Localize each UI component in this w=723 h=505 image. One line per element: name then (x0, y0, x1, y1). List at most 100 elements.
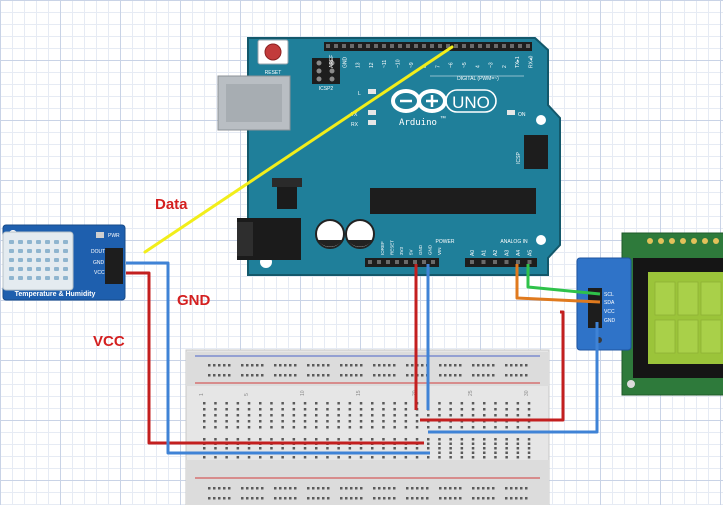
terminal-hole (315, 447, 318, 450)
terminal-hole (281, 408, 284, 411)
terminal-hole (337, 408, 340, 411)
power-pin-label: GND (418, 244, 423, 255)
terminal-hole (270, 408, 273, 411)
grille-slot (27, 240, 32, 244)
wire-lcd-vcc[interactable] (420, 310, 565, 422)
digital-pin-label: ~5 (462, 62, 468, 68)
digital-pin-label: 4 (475, 65, 481, 68)
terminal-hole (527, 451, 531, 454)
terminal-hole (494, 451, 497, 454)
terminal-hole (393, 420, 396, 423)
rail-hole (307, 487, 310, 490)
grille-slot (63, 267, 68, 271)
terminal-hole (527, 408, 531, 411)
power-rail-bottom (208, 487, 528, 500)
reset-button[interactable] (257, 39, 289, 65)
terminal-hole (505, 447, 508, 450)
terminal-hole (516, 451, 520, 454)
analog-pin-label: A5 (528, 250, 534, 256)
wire-sda[interactable] (515, 264, 601, 304)
terminal-hole (438, 451, 441, 454)
rail-hole (383, 374, 386, 377)
grille-slot (54, 249, 59, 253)
rail-hole (261, 374, 264, 377)
terminal-hole (326, 414, 329, 417)
column-number: 25 (468, 390, 474, 396)
terminal-hole (460, 442, 464, 445)
arduino-logo-icon (391, 89, 497, 113)
terminal-hole (303, 414, 307, 417)
rail-hole (284, 364, 287, 367)
rail-hole (307, 374, 310, 377)
analog-pin-label: A2 (493, 250, 499, 256)
wire-gnd-sensor[interactable] (126, 261, 430, 455)
terminal-hole (348, 438, 352, 441)
rail-hole (274, 364, 277, 367)
header-pin (382, 44, 386, 48)
rail-hole (411, 497, 414, 500)
terminal-hole (259, 456, 262, 459)
terminal-hole (415, 447, 419, 450)
terminal-hole (415, 438, 419, 441)
terminal-hole (214, 402, 217, 405)
terminal-hole (359, 420, 363, 423)
terminal-hole (303, 402, 307, 405)
rail-hole (492, 374, 495, 377)
terminal-hole (371, 414, 374, 417)
wire-data[interactable] (143, 45, 454, 254)
icsp-pin (329, 76, 335, 82)
lcd-header-pin (669, 238, 675, 244)
terminal-hole (494, 426, 497, 429)
icsp-pin (316, 60, 322, 66)
rail-hole (208, 364, 211, 367)
grille-slot (63, 258, 68, 262)
led-on-label: ON (518, 112, 526, 118)
mounting-hole (536, 115, 546, 125)
header-pin (366, 44, 370, 48)
lcd-cell (654, 319, 676, 354)
terminal-hole (337, 447, 340, 450)
digital-pin-label: 7 (435, 65, 441, 68)
terminal-hole (471, 442, 475, 445)
rail-hole (246, 364, 249, 367)
rail-hole (294, 374, 297, 377)
rail-hole (393, 374, 396, 377)
terminal-hole (449, 408, 452, 411)
rail-hole (284, 497, 287, 500)
terminal-hole (303, 456, 307, 459)
wire-vcc-sensor[interactable] (126, 271, 424, 445)
terminal-hole (516, 402, 520, 405)
header-pin (404, 260, 408, 264)
rail-hole (444, 364, 447, 367)
rail-hole (289, 497, 292, 500)
terminal-hole (259, 402, 262, 405)
rail-hole (279, 497, 282, 500)
terminal-hole (326, 456, 329, 459)
rail-hole (360, 497, 363, 500)
header-pin (422, 260, 426, 264)
rail-hole (289, 487, 292, 490)
rail-hole (327, 487, 330, 490)
grille-slot (36, 240, 41, 244)
terminal-hole (505, 414, 508, 417)
grille-slot (45, 267, 50, 271)
wire-scl[interactable] (526, 264, 601, 296)
terminal-hole (236, 402, 240, 405)
wire-lcd-gnd[interactable] (428, 322, 599, 434)
rail-hole (472, 374, 475, 377)
rail-hole (454, 364, 457, 367)
rail-hole (482, 364, 485, 367)
terminal-hole (214, 414, 217, 417)
sensor-pin-dout: DOUT (91, 249, 105, 255)
terminal-hole (270, 447, 273, 450)
rail-hole (520, 364, 523, 367)
header-pin (374, 44, 378, 48)
terminal-hole (427, 442, 430, 445)
terminal-hole (483, 402, 486, 405)
terminal-hole (371, 456, 374, 459)
terminal-hole (393, 402, 396, 405)
rail-hole (294, 364, 297, 367)
terminal-hole (303, 420, 307, 423)
rail-hole (449, 487, 452, 490)
